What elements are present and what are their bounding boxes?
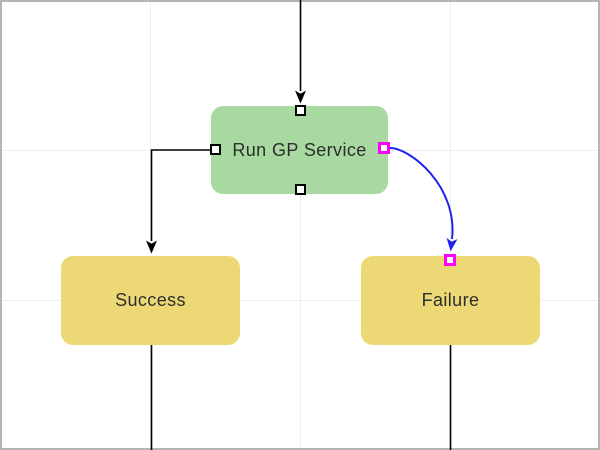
node-success-label: Success <box>115 290 186 310</box>
port-run-gp-service-right-selected[interactable] <box>378 142 390 154</box>
edge-run-gp-service-to-failure-selected[interactable] <box>389 147 458 252</box>
node-failure[interactable]: Failure <box>361 256 540 345</box>
node-failure-label: Failure <box>421 290 480 310</box>
edge-run-gp-service-to-success[interactable] <box>146 149 212 254</box>
node-run-gp-service[interactable]: Run GP Service <box>211 106 388 194</box>
port-run-gp-service-left[interactable] <box>210 144 221 155</box>
port-run-gp-service-bottom[interactable] <box>295 184 306 195</box>
node-run-gp-service-label: Run GP Service <box>232 139 367 160</box>
node-success[interactable]: Success <box>61 256 240 345</box>
port-run-gp-service-top[interactable] <box>295 105 306 116</box>
port-failure-top-selected[interactable] <box>444 254 456 266</box>
